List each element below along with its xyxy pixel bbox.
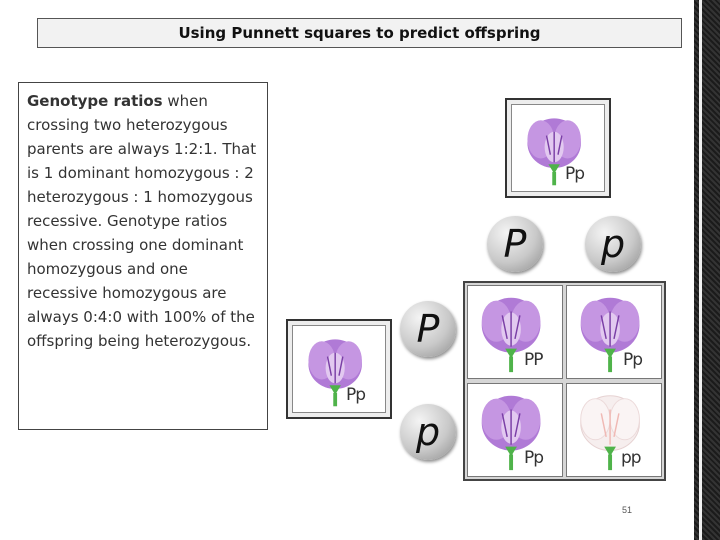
parent-top-genotype: Pp	[565, 164, 585, 184]
offspring-cell-pp-recessive: pp	[566, 383, 662, 477]
allele-left-2: p	[400, 404, 456, 460]
explanation-bold-lead: Genotype ratios	[27, 92, 163, 110]
slide-title: Using Punnett squares to predict offspri…	[37, 18, 682, 48]
explanation-body: when crossing two heterozygous parents a…	[27, 92, 257, 350]
allele-left-1-label: P	[416, 307, 440, 351]
allele-top-1-label: P	[503, 222, 527, 266]
allele-top-2: p	[585, 216, 641, 272]
offspring-genotype-2: Pp	[623, 350, 643, 370]
allele-left-2-label: p	[415, 410, 441, 454]
offspring-genotype-3: Pp	[524, 448, 544, 468]
allele-left-1: P	[400, 301, 456, 357]
purple-flower-icon	[527, 118, 581, 186]
purple-flower-icon	[308, 339, 362, 407]
offspring-cell-pp-dominant: PP	[467, 285, 563, 379]
offspring-cell-pp-het-1: Pp	[566, 285, 662, 379]
parent-top-flower-image	[511, 104, 605, 192]
offspring-cell-pp-het-2: Pp	[467, 383, 563, 477]
slide-edge-line	[699, 0, 702, 540]
allele-top-2-label: p	[600, 222, 626, 266]
purple-flower-icon	[580, 297, 640, 373]
slide-edge-decoration	[694, 0, 720, 540]
allele-top-1: P	[487, 216, 543, 272]
purple-flower-icon	[481, 395, 541, 471]
parent-left-flower-frame: Pp	[286, 319, 392, 419]
explanation-text-box: Genotype ratios when crossing two hetero…	[18, 82, 268, 430]
slide-number: 51	[622, 505, 633, 515]
offspring-genotype-4: pp	[621, 448, 642, 468]
parent-left-genotype: Pp	[346, 385, 366, 405]
punnett-square-grid: PP Pp Pp	[463, 281, 666, 481]
slide-title-text: Using Punnett squares to predict offspri…	[178, 24, 541, 42]
white-flower-icon	[580, 395, 640, 471]
offspring-genotype-1: PP	[524, 350, 543, 370]
parent-top-flower-frame: Pp	[505, 98, 611, 198]
parent-left-flower-image	[292, 325, 386, 413]
purple-flower-icon	[481, 297, 541, 373]
